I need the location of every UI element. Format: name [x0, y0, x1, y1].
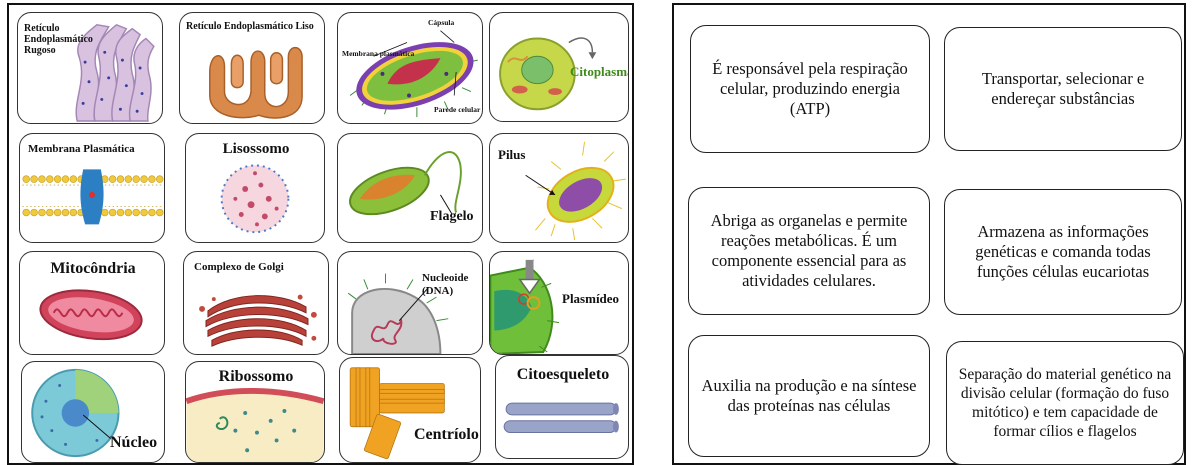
flagellum-illustration: [349, 151, 462, 216]
card-citoplasma[interactable]: Citoplasma: [489, 12, 629, 122]
card-mitocondria[interactable]: Mitocôndria: [19, 251, 165, 355]
card-reticulo-liso[interactable]: Retículo Endoplasmático Liso: [179, 12, 325, 124]
label-reticulo-rugoso: Retículo Endoplasmático Rugoso: [24, 23, 93, 56]
label-citoplasma: Citoplasma: [570, 64, 629, 79]
nucleoid-illustration: [347, 273, 449, 354]
label-parede-celular: Parede celular: [434, 105, 481, 114]
pilus-illustration: [525, 141, 626, 241]
card-membrana-plasmatica[interactable]: Membrana Plasmática: [19, 133, 165, 243]
card-celula-bacteriana[interactable]: Cápsula Membrana plasmática Parede celul…: [337, 12, 483, 124]
centriole-illustration: [349, 367, 445, 460]
plasma-membrane-illustration: [22, 169, 164, 225]
card-nucleoide[interactable]: Nucleoide (DNA): [337, 251, 483, 355]
organelle-cards-panel: Retículo Endoplasmático Rugoso Retículo …: [7, 3, 634, 465]
card-reticulo-rugoso[interactable]: Retículo Endoplasmático Rugoso: [17, 12, 163, 124]
label-reticulo-liso: Retículo Endoplasmático Liso: [186, 21, 314, 32]
ribosome-illustration: [186, 387, 324, 462]
card-pilus[interactable]: Pilus: [489, 133, 629, 243]
label-pilus: Pilus: [498, 147, 526, 162]
label-membrana-plasmatica: Membrana Plasmática: [28, 143, 135, 155]
description-card-5[interactable]: Auxilia na produção e na síntese das pro…: [688, 335, 930, 457]
nucleus-illustration: [31, 368, 120, 458]
label-flagelo: Flagelo: [430, 209, 474, 224]
function-cards-panel: É responsável pela respiração celular, p…: [672, 3, 1186, 465]
mitochondrion-illustration: [39, 289, 143, 341]
bacterium-illustration: [349, 30, 478, 118]
cytoplasm-cell-illustration: [499, 37, 597, 111]
description-card-6[interactable]: Separação do material genético na divisã…: [946, 341, 1184, 465]
label-centriolo: Centríolo: [414, 426, 479, 443]
label-lisossomo: Lisossomo: [222, 141, 290, 157]
label-nucleo: Núcleo: [110, 434, 158, 451]
label-complexo-golgi: Complexo de Golgi: [194, 261, 284, 273]
label-nucleoide: Nucleoide (DNA): [422, 272, 469, 297]
label-mitocondria: Mitocôndria: [50, 260, 136, 277]
description-card-1[interactable]: É responsável pela respiração celular, p…: [690, 25, 930, 153]
card-nucleo[interactable]: Núcleo: [21, 361, 165, 463]
golgi-illustration: [199, 294, 317, 347]
smooth-er-illustration: [209, 46, 303, 119]
card-ribossomo[interactable]: Ribossomo: [185, 361, 325, 463]
label-plasmideo: Plasmídeo: [562, 291, 620, 306]
card-plasmideo[interactable]: Plasmídeo: [489, 251, 629, 355]
description-card-4[interactable]: Armazena as informações genéticas e coma…: [944, 189, 1182, 315]
description-card-2[interactable]: Transportar, selecionar e endereçar subs…: [944, 27, 1182, 151]
rough-er-illustration: [75, 23, 155, 122]
card-lisossomo[interactable]: Lisossomo: [185, 133, 325, 243]
label-citoesqueleto: Citoesqueleto: [516, 366, 610, 383]
card-citoesqueleto[interactable]: Citoesqueleto: [495, 355, 629, 459]
label-capsula: Cápsula: [428, 18, 455, 27]
card-centriolo[interactable]: Centríolo: [339, 357, 481, 463]
label-membrana-bacteria: Membrana plasmática: [342, 49, 415, 58]
label-ribossomo: Ribossomo: [218, 368, 294, 385]
plasmid-illustration: [490, 259, 560, 354]
lysosome-illustration: [220, 164, 290, 234]
card-flagelo[interactable]: Flagelo: [337, 133, 483, 243]
description-card-3[interactable]: Abriga as organelas e permite reações me…: [688, 187, 930, 315]
card-complexo-golgi[interactable]: Complexo de Golgi: [183, 251, 329, 355]
cytoskeleton-illustration: [503, 402, 619, 433]
